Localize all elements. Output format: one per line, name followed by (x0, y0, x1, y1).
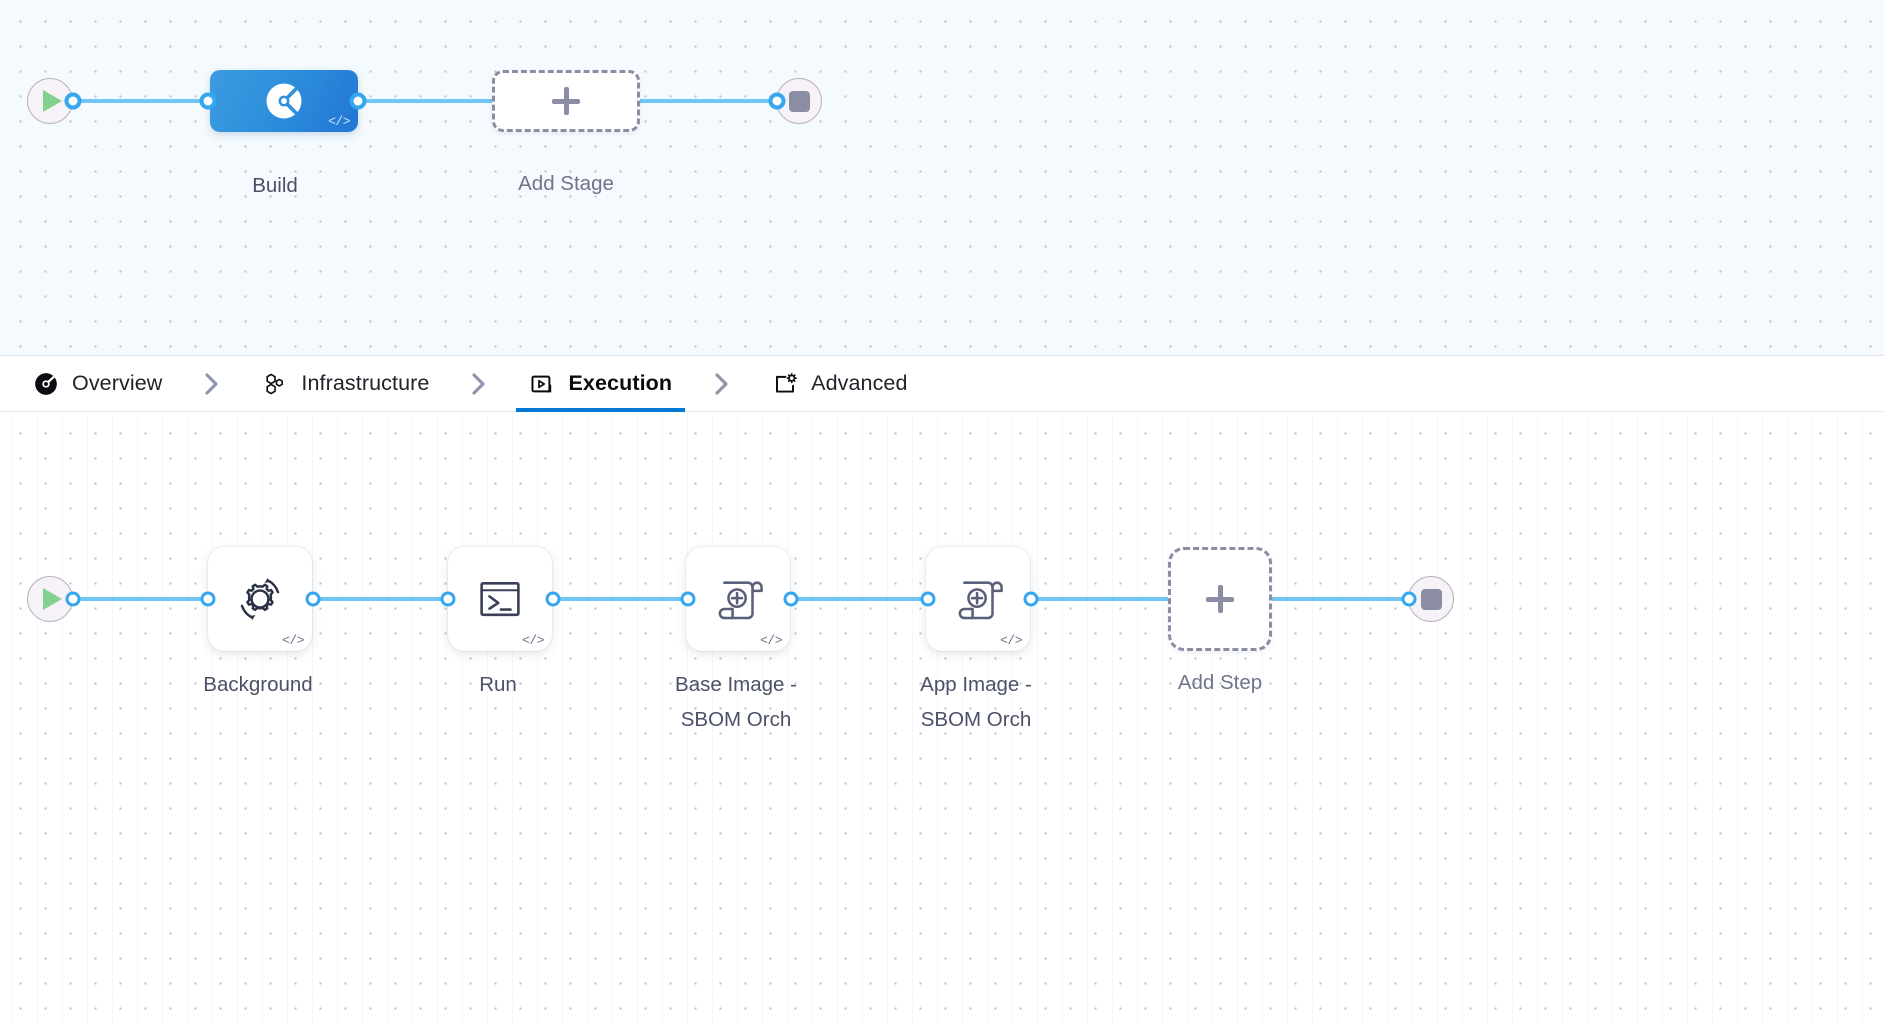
step-caption-base-image-sbom-orch: Base Image - SBOM Orch (675, 673, 797, 731)
tab-overview[interactable]: Overview (20, 355, 175, 412)
background-output-port[interactable] (305, 591, 321, 607)
build-output-port[interactable] (349, 92, 367, 110)
tab-advanced-label: Advanced (811, 371, 908, 395)
tab-overview-label: Overview (72, 371, 163, 395)
tab-separator-1 (201, 369, 223, 399)
edge-build-to-addstage (356, 99, 494, 103)
ci-overview-icon (35, 372, 57, 395)
tab-infrastructure-label: Infrastructure (301, 371, 430, 395)
stop-icon (788, 90, 810, 112)
step-end-input-port[interactable] (1401, 591, 1417, 607)
stage-caption-build: Build (252, 174, 298, 197)
step-code-badge[interactable]: </> (1000, 633, 1022, 648)
edge-start-to-background (71, 597, 211, 601)
step-node-base-image-sbom-orch[interactable]: </> (686, 547, 790, 651)
build-input-port[interactable] (199, 92, 217, 110)
edge-start-to-build (72, 99, 210, 103)
tab-separator-2 (468, 369, 490, 399)
tab-execution-label: Execution (568, 371, 673, 395)
tab-advanced[interactable]: Advanced (759, 355, 920, 412)
edge-baseimage-to-appimage (791, 597, 930, 601)
edge-background-to-run (312, 597, 451, 601)
window-gear-icon (776, 372, 797, 393)
baseimage-input-port[interactable] (680, 591, 696, 607)
edge-run-to-baseimage (552, 597, 690, 601)
chevron-right-icon (715, 372, 728, 395)
plus-icon-v (563, 87, 569, 115)
stage-graph-canvas[interactable]: </> Build Add Stage (0, 0, 1884, 355)
appimage-input-port[interactable] (920, 591, 936, 607)
edge-addstep-to-end (1271, 597, 1411, 601)
end-input-port[interactable] (768, 92, 786, 110)
add-stage-button[interactable] (492, 70, 640, 132)
step-caption-run: Run (479, 673, 517, 696)
chevron-right-icon (472, 372, 486, 395)
step-code-badge[interactable]: </> (282, 633, 304, 648)
plus-icon-v (1217, 585, 1223, 613)
step-node-app-image-sbom-orch[interactable]: </> (926, 547, 1030, 651)
step-graph-canvas[interactable]: </> Background </> Run (0, 412, 1884, 1024)
run-output-port[interactable] (545, 591, 561, 607)
add-stage-caption: Add Stage (518, 172, 614, 195)
execution-start-node[interactable] (27, 576, 73, 622)
scroll-plus-icon (718, 581, 763, 620)
edge-addstage-to-end (638, 99, 778, 103)
step-node-background[interactable]: </> (208, 547, 312, 651)
play-icon (42, 90, 62, 112)
step-start-output-port[interactable] (65, 591, 81, 607)
chevron-right-icon (205, 372, 219, 395)
stage-node-build[interactable]: </> (210, 70, 358, 132)
background-input-port[interactable] (200, 591, 216, 607)
scroll-plus-icon (958, 581, 1003, 620)
baseimage-output-port[interactable] (783, 591, 799, 607)
tab-execution[interactable]: Execution (516, 355, 685, 412)
add-step-caption: Add Step (1177, 671, 1263, 694)
edge-appimage-to-addstep (1030, 597, 1169, 601)
step-code-badge[interactable]: </> (760, 633, 782, 648)
step-caption-background: Background (203, 673, 313, 696)
appimage-output-port[interactable] (1023, 591, 1039, 607)
play-box-icon (531, 375, 552, 392)
step-node-run[interactable]: </> (448, 547, 552, 651)
stop-icon (1420, 588, 1442, 610)
start-output-port[interactable] (64, 92, 82, 110)
harness-ci-icon (266, 83, 302, 119)
run-input-port[interactable] (440, 591, 456, 607)
step-code-badge[interactable]: </> (522, 633, 544, 648)
terminal-icon (480, 581, 520, 617)
stage-config-tabs: Overview Infrastructure (0, 355, 1884, 412)
stage-code-badge[interactable]: </> (328, 114, 350, 129)
step-caption-app-image-sbom-orch: App Image - SBOM Orch (920, 673, 1032, 731)
tab-separator-3 (711, 369, 733, 399)
gear-refresh-icon (240, 577, 280, 621)
hexagons-icon (266, 373, 284, 394)
tab-infrastructure[interactable]: Infrastructure (249, 355, 442, 412)
play-icon (42, 588, 62, 610)
add-step-button[interactable] (1168, 547, 1272, 651)
